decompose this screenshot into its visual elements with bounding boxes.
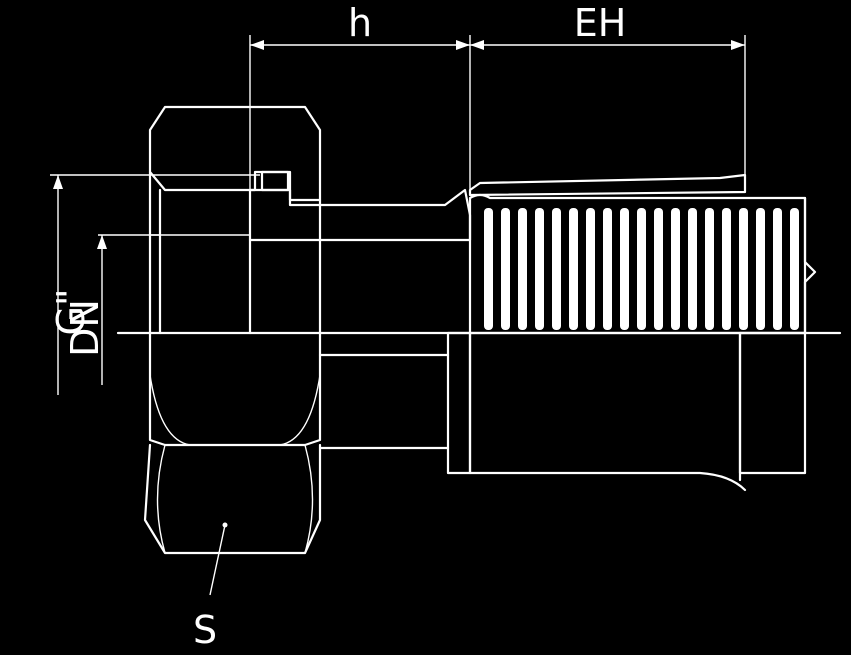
dimension-g: G" — [49, 174, 260, 395]
stem-section — [248, 188, 472, 242]
hose-rib — [535, 208, 544, 330]
hose-rib — [518, 208, 527, 330]
nut-hex-view — [143, 331, 322, 555]
hose-rib — [620, 208, 629, 330]
hose-rib — [569, 208, 578, 330]
hose-rib — [654, 208, 663, 330]
hose-rib — [705, 208, 714, 330]
hose-corrugated — [468, 173, 817, 335]
label-g: G" — [49, 289, 93, 336]
label-eh: EH — [574, 1, 627, 45]
hose-rib — [637, 208, 646, 330]
hose-rib — [790, 208, 799, 330]
hose-rib — [671, 208, 680, 330]
hose-rib — [739, 208, 748, 330]
seal-section — [738, 331, 807, 475]
dimension-dn: DN — [63, 234, 160, 385]
hose-rib — [484, 208, 493, 330]
label-h: h — [348, 1, 372, 45]
hose-rib — [722, 208, 731, 330]
nut-section — [148, 105, 322, 202]
label-s: S — [193, 608, 217, 652]
hose-rib — [501, 208, 510, 330]
hose-rib — [688, 208, 697, 330]
hose-rib — [586, 208, 595, 330]
hose-rib — [603, 208, 612, 330]
hose-rib — [552, 208, 561, 330]
hose-lower — [468, 331, 807, 492]
dimension-h: h — [249, 1, 471, 190]
hose-rib — [756, 208, 765, 330]
dimension-s: S — [193, 524, 226, 652]
hose-rib — [773, 208, 782, 330]
ferrule-section — [446, 331, 472, 475]
label-dn: DN — [63, 299, 107, 357]
dimension-eh: EH — [470, 1, 746, 178]
